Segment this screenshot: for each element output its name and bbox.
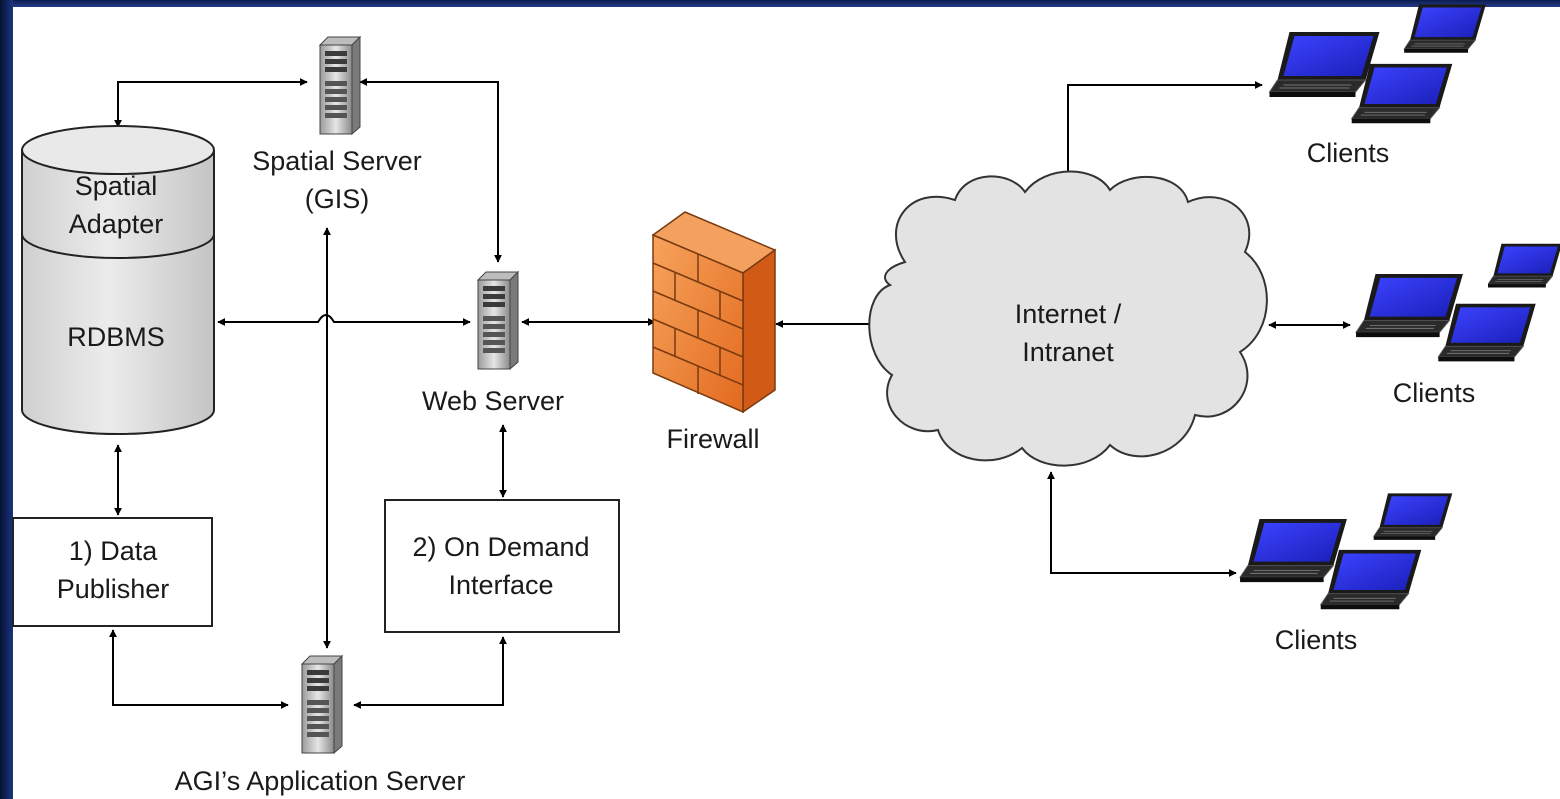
spatial-server-icon [319,36,361,135]
cloud-label: Internet /Intranet [1015,299,1122,367]
slide-frame-top [0,0,1560,7]
laptop-icon [1488,243,1560,288]
connector-cloud-clients-bottom [1047,471,1237,577]
connector-cloud-clients-top [1064,81,1263,211]
laptop-icon [1355,273,1464,338]
clients-middle-label: Clients [1393,378,1476,408]
app-server-label: AGI’s Application Server [175,766,466,796]
laptop-icon [1437,303,1537,362]
firewall-label: Firewall [666,424,759,454]
laptop-icon [1239,518,1348,583]
connector-ondemand-app [353,636,507,709]
clients-group-middle [1355,243,1560,362]
laptop-icon [1403,4,1487,54]
cloud-shape [868,170,1268,467]
connector-db-spatial [114,78,308,128]
data-publisher-box [12,517,213,627]
clients-group-bottom [1239,493,1453,610]
slide-frame-left [0,0,13,799]
connector-spatial-web [359,78,502,263]
web-server-label: Web Server [422,386,564,416]
laptop-icon [1320,549,1422,610]
web-server-icon [477,271,519,370]
laptop-icon [1268,31,1381,98]
connector-publisher-app [109,629,289,709]
on-demand-box [384,499,620,633]
database-bottom-label: RDBMS [67,322,165,352]
clients-bottom-label: Clients [1275,625,1358,655]
spatial-server-label: Spatial Server(GIS) [252,146,422,214]
clients-top-label: Clients [1307,138,1390,168]
laptop-icon [1373,493,1453,541]
clients-group-top [1268,4,1487,124]
connector-db-web [217,314,471,326]
firewall-icon [651,211,777,414]
connectors [109,78,1351,709]
app-server-icon [301,655,343,754]
